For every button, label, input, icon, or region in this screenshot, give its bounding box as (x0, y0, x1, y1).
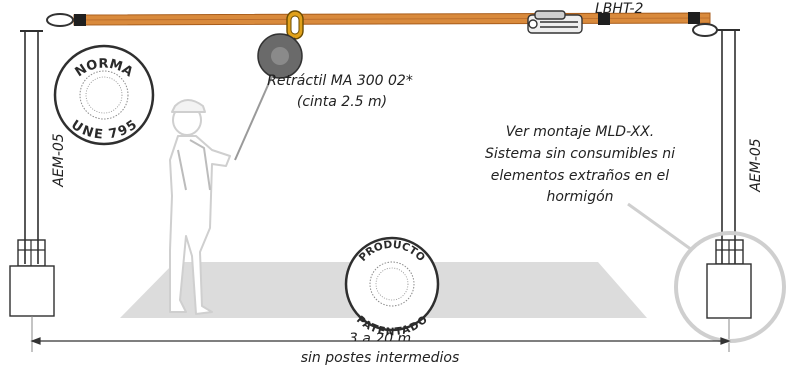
post-right (706, 29, 752, 352)
post-left-label: AEM-05 (51, 133, 67, 187)
span-dimension (30, 337, 731, 345)
norma-stamp-top: NORMA (73, 57, 136, 81)
patent-stamp: PRODUCTO PATENTADO (344, 236, 440, 338)
note-line1: Ver montaje MLD-XX. (506, 124, 655, 140)
post-left (9, 30, 55, 352)
left-end-carabiner (46, 13, 74, 27)
retractable-device (234, 33, 303, 161)
svg-text:NORMA: NORMA (73, 57, 136, 81)
post-right-label: AEM-05 (748, 138, 764, 192)
norma-stamp: NORMA UNE 795 (53, 44, 155, 146)
right-end-carabiner (692, 23, 718, 37)
worker-figure (169, 99, 231, 315)
span-caption: sin postes intermedios (301, 350, 460, 366)
ratchet-tensioner (527, 10, 583, 34)
callout-leader (627, 202, 693, 252)
lanyard-label: LBHT-2 (595, 1, 644, 17)
note-line3: elementos extraños en el (491, 168, 669, 184)
note-line2: Sistema sin consumibles ni (485, 146, 675, 162)
retractable-label-line2: (cinta 2.5 m) (297, 94, 387, 110)
note-line4: hormigón (546, 189, 613, 205)
span-length-clip: 3 a 20 m (349, 331, 411, 347)
retractable-label-line1: Retráctil MA 300 02* (267, 73, 413, 89)
span-length-label: 3 a 20 m (349, 331, 411, 347)
line-carabiner (286, 10, 304, 40)
